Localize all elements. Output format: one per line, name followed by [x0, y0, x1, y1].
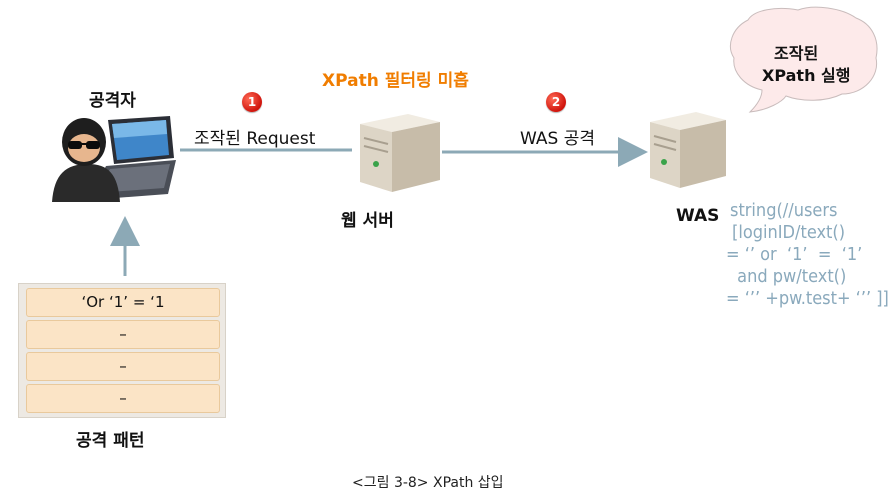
speech-bubble-shape — [730, 6, 878, 113]
step-1-badge: 1 — [242, 92, 262, 112]
xpath-line-1: string(//users — [730, 200, 838, 221]
step-2-label: WAS 공격 — [520, 129, 595, 149]
diagram-title: XPath 필터링 미흡 — [322, 71, 469, 91]
step-2-badge: 2 — [546, 92, 566, 112]
pattern-item-3: – — [26, 352, 220, 381]
figure-caption: <그림 3-8> XPath 삽입 — [352, 475, 504, 491]
xpath-query-block: string(//users [loginID/text() = ‘’ or ‘… — [724, 200, 889, 310]
xpath-line-3: = ‘’ or ‘1’ = ‘1’ — [726, 244, 863, 265]
xpath-line-5: = ‘’’ +pw.test+ ‘’’ ]] — [726, 288, 889, 309]
attacker-label: 공격자 — [89, 91, 136, 111]
speech-bubble-line1: 조작된 — [774, 44, 819, 63]
attack-pattern-label: 공격 패턴 — [76, 431, 145, 451]
pattern-item-4: – — [26, 384, 220, 413]
was-server-icon — [650, 112, 726, 188]
web-server-icon — [360, 114, 440, 192]
speech-bubble-line2: XPath 실행 — [762, 66, 851, 85]
step-1-label: 조작된 Request — [194, 129, 316, 149]
web-server-label: 웹 서버 — [341, 211, 394, 231]
pattern-item-1: ‘Or ‘1’ = ‘1 — [26, 288, 220, 317]
xpath-line-4: and pw/text() — [732, 266, 847, 287]
was-label: WAS — [676, 206, 720, 226]
pattern-item-2: – — [26, 320, 220, 349]
xpath-line-2: [loginID/text() — [732, 222, 846, 243]
hacker-laptop-icon — [52, 116, 176, 202]
